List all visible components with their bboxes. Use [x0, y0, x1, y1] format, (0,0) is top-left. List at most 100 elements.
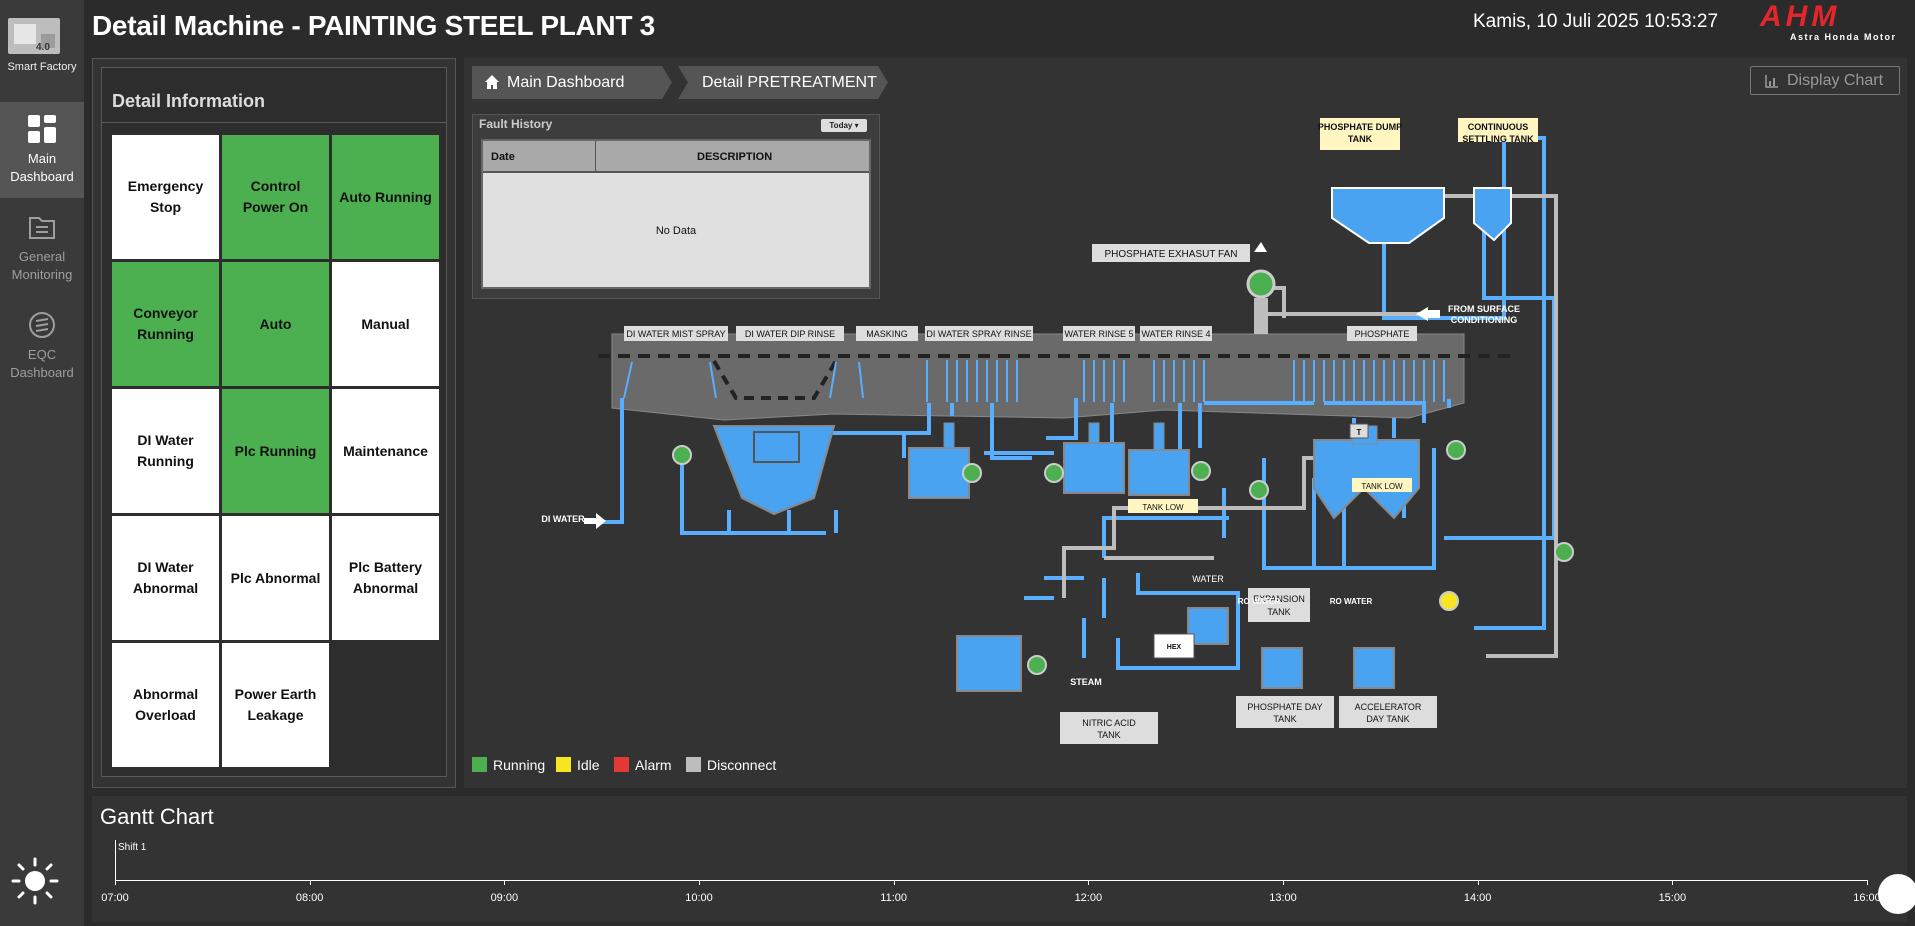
gantt-tick: [1477, 880, 1479, 885]
display-chart-button[interactable]: Display Chart: [1750, 66, 1900, 95]
logo-label: Smart Factory: [7, 61, 77, 73]
gantt-tick-label: 09:00: [490, 892, 519, 904]
gantt-tick: [893, 880, 895, 885]
label-water: WATER: [1192, 574, 1224, 584]
fault-history-title: Fault History: [479, 117, 553, 131]
arrow-di-water: [584, 513, 606, 529]
top-bar: Detail Machine - PAINTING STEEL PLANT 3 …: [84, 0, 1915, 50]
stage-label-di-water-mist-spray: DI WATER MIST SPRAY: [626, 329, 725, 339]
label-accelerator-day-tank-1: ACCELERATOR: [1355, 702, 1422, 712]
fault-history-table: Date DESCRIPTION No Data: [481, 139, 871, 289]
status-cell-label: Conveyor: [133, 305, 198, 321]
legend-label: Alarm: [635, 757, 672, 773]
stage-label-di-water-spray-rinse: DI WATER SPRAY RINSE: [926, 329, 1031, 339]
fault-history-filter-select[interactable]: Today ▾: [821, 119, 867, 132]
legend-running: Running: [472, 756, 545, 774]
gantt-shift-label: Shift 1: [118, 842, 147, 853]
spray-nozzles: [623, 360, 1445, 402]
legend-idle: Idle: [556, 756, 600, 774]
status-cell-maintenance: Maintenance: [332, 389, 439, 513]
label-ro-water-1: RO WATER: [1238, 597, 1281, 606]
gantt-tick-label: 13:00: [1269, 892, 1297, 904]
folder-icon: [27, 212, 57, 242]
dip-rinse-tank: [712, 425, 836, 516]
legend-disconnect: Disconnect: [686, 756, 776, 774]
label-accelerator-day-tank-2: DAY TANK: [1366, 714, 1409, 724]
label-from-surface-1: FROM SURFACE: [1448, 304, 1520, 314]
status-cell-label: Running: [137, 453, 194, 469]
arrow-from-surface: [1416, 307, 1440, 321]
status-cell-auto: Auto: [222, 262, 329, 386]
smart-factory-logo[interactable]: 4.0 Smart Factory: [0, 0, 84, 86]
fault-history-empty-message: No Data: [655, 225, 697, 237]
label-tank-t: T: [1357, 428, 1362, 437]
assistant-float-button[interactable]: [1878, 874, 1915, 914]
breadcrumb-home-label: Main Dashboard: [507, 74, 625, 91]
status-cell-plc-abnormal: Plc Abnormal: [222, 516, 329, 640]
label-tank-low-2: TANK LOW: [1361, 482, 1403, 491]
status-cell-label: Auto Running: [339, 188, 432, 205]
theme-toggle-sun-icon[interactable]: [10, 856, 60, 906]
label-phosphate-day-tank-2: TANK: [1273, 714, 1296, 724]
status-cell-label: Control: [250, 178, 301, 194]
label-from-surface-2: CONDITIONING: [1451, 315, 1518, 325]
eqc-circle-icon: [27, 310, 57, 340]
gantt-tick-label: 16:00: [1853, 892, 1881, 904]
ahm-logo: AHM Astra Honda Motor: [1760, 2, 1900, 46]
sidebar-item-label: Monitoring: [11, 267, 73, 282]
divider: [102, 122, 446, 123]
detail-information-title: Detail Information: [112, 91, 266, 111]
status-cell-label: Running: [137, 326, 194, 342]
settling-tank: [1473, 187, 1512, 242]
gantt-tick: [1088, 880, 1090, 885]
status-cell-label: Abnormal: [352, 580, 419, 596]
status-cell-label: Manual: [361, 315, 410, 332]
status-cell-label: Power On: [242, 199, 309, 215]
exhaust-fan: [1246, 242, 1276, 334]
label-settling-tank-2: SETTLING TANK: [1462, 134, 1534, 144]
status-cell-manual: Manual: [332, 262, 439, 386]
status-cell-label: DI Water: [137, 432, 194, 448]
status-cell-label: Abnormal: [132, 686, 199, 702]
sidebar-item-label: General: [18, 249, 66, 264]
label-exhaust-fan: PHOSPHATE EXHASUT FAN: [1105, 249, 1238, 260]
status-cell-label: Maintenance: [343, 442, 428, 459]
sidebar-item-label: EQC: [27, 347, 57, 362]
legend-label: Disconnect: [707, 757, 777, 773]
status-cell-label: Stop: [149, 199, 182, 215]
gantt-tick-label: 12:00: [1074, 892, 1103, 904]
fault-history-filter-value: Today: [829, 121, 853, 130]
sidebar-item-main-dashboard[interactable]: Main Dashboard: [0, 102, 84, 198]
gantt-tick: [699, 880, 700, 885]
logo-version: 4.0: [36, 42, 50, 53]
label-hex: HEX: [1167, 644, 1182, 651]
label-settling-tank-1: CONTINUOUS: [1468, 122, 1529, 132]
status-cell-label: Abnormal: [132, 580, 199, 596]
gantt-tick: [309, 880, 311, 885]
stage-label-water-rinse-4: WATER RINSE 4: [1141, 329, 1210, 339]
sidebar-item-general-monitoring[interactable]: General Monitoring: [0, 200, 84, 296]
stage-labels: DI WATER MIST SPRAY DI WATER DIP RINSE M…: [624, 326, 1417, 341]
status-cell-label: Overload: [135, 707, 196, 723]
label-expansion-tank-1: EXPANSION: [1253, 594, 1305, 604]
label-expansion-tank-2: TANK: [1267, 607, 1290, 617]
gantt-tick-label: 10:00: [685, 892, 713, 904]
legend-label: Idle: [577, 757, 600, 773]
sidebar-item-eqc-dashboard[interactable]: EQC Dashboard: [0, 298, 84, 394]
stage-label-di-water-dip-rinse: DI WATER DIP RINSE: [745, 329, 835, 339]
dashboard-grid-icon: [27, 114, 57, 144]
legend-alarm: Alarm: [614, 756, 672, 774]
column-header-date: Date: [491, 151, 515, 163]
pumps: [672, 440, 1574, 675]
datetime: Kamis, 10 Juli 2025 10:53:27: [1473, 11, 1719, 32]
gantt-tick-label: 15:00: [1658, 892, 1687, 904]
breadcrumb-current: Detail PRETREATMENT 2: [678, 66, 888, 99]
status-cell-label: Plc Battery: [348, 559, 423, 575]
breadcrumb-main-dashboard[interactable]: Main Dashboard: [472, 66, 672, 99]
